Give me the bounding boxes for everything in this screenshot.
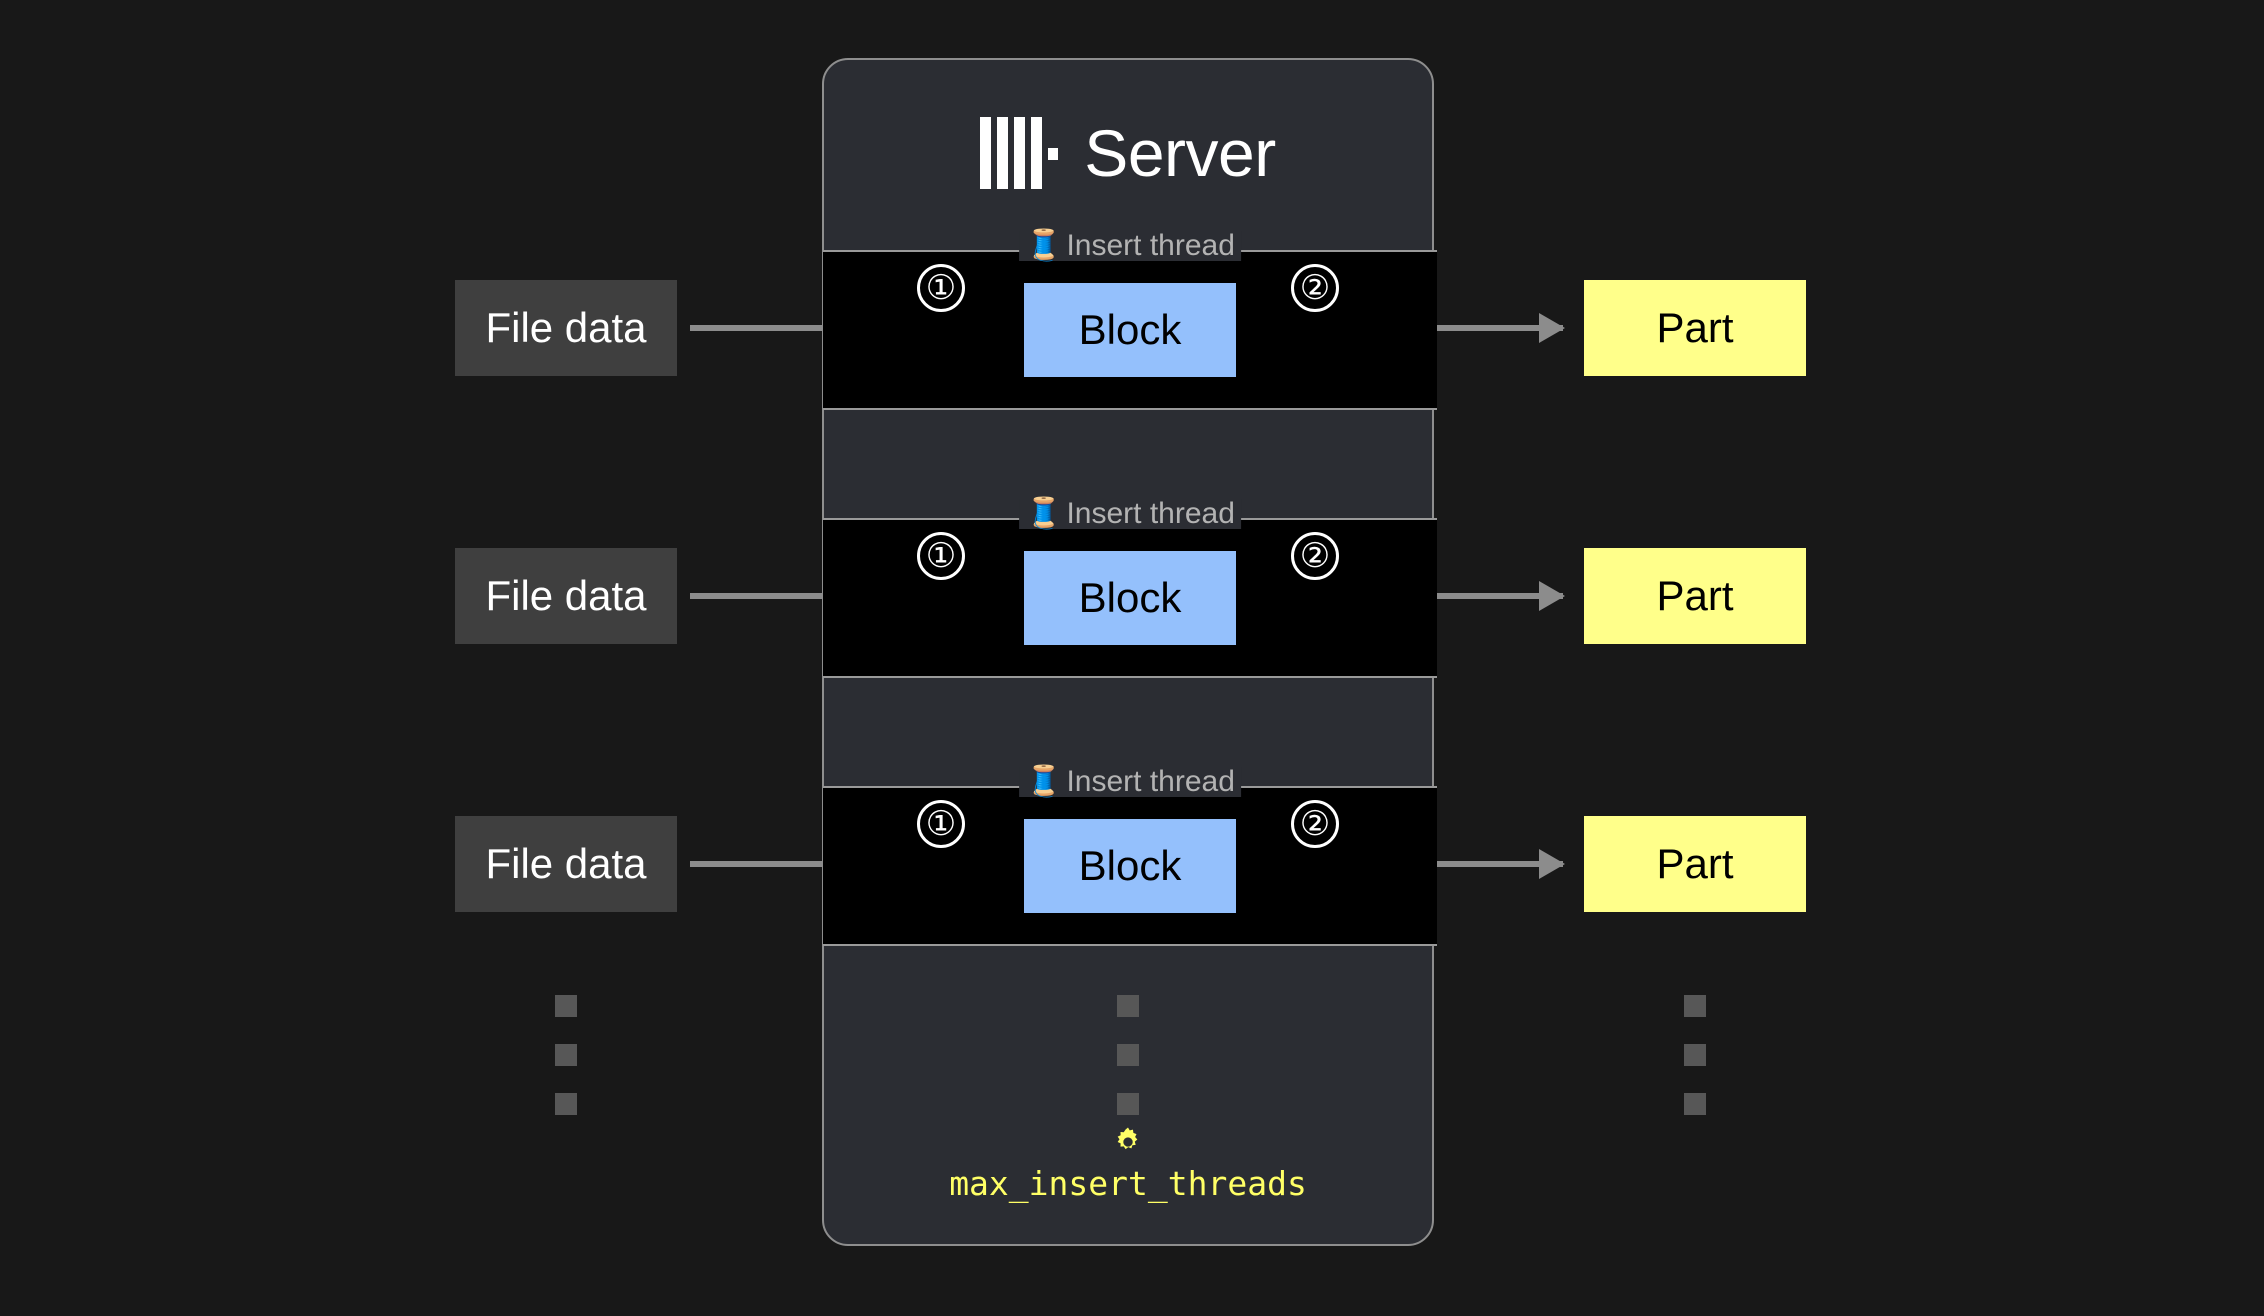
- ellipsis-column-left: [555, 995, 577, 1115]
- step-number-1: ①: [917, 264, 965, 312]
- part-label: Part: [1656, 840, 1734, 887]
- block-box: Block: [1024, 819, 1236, 913]
- part-box: Part: [1584, 816, 1806, 912]
- ellipsis-square: [1117, 1093, 1139, 1115]
- ellipsis-square: [1117, 995, 1139, 1017]
- block-box: Block: [1024, 283, 1236, 377]
- ellipsis-column-right: [1684, 995, 1706, 1115]
- part-label: Part: [1656, 572, 1734, 619]
- ellipsis-square: [1117, 1044, 1139, 1066]
- insert-thread-legend: 🧵 Insert thread: [1019, 499, 1241, 529]
- part-box: Part: [1584, 548, 1806, 644]
- block-label: Block: [1078, 306, 1182, 353]
- insert-thread-group: 🧵 Insert thread ① ② Block: [823, 231, 1437, 410]
- setting-footer: max_insert_threads: [824, 1125, 1432, 1200]
- block-label: Block: [1078, 574, 1182, 621]
- file-data-box: File data: [455, 816, 677, 912]
- ellipsis-square: [1684, 1044, 1706, 1066]
- ellipsis-square: [555, 1093, 577, 1115]
- ellipsis-square: [1684, 995, 1706, 1017]
- ellipsis-square: [555, 995, 577, 1017]
- insert-thread-legend: 🧵 Insert thread: [1019, 231, 1241, 261]
- part-label: Part: [1656, 304, 1734, 351]
- insert-thread-group: 🧵 Insert thread ① ② Block: [823, 499, 1437, 678]
- ellipsis-square: [555, 1044, 577, 1066]
- ellipsis-column-middle: [1117, 995, 1139, 1115]
- file-data-label: File data: [485, 572, 647, 619]
- step-number-1: ①: [917, 532, 965, 580]
- setting-name-label: max_insert_threads: [949, 1164, 1307, 1203]
- insert-thread-label: Insert thread: [1066, 765, 1235, 798]
- insert-thread-group: 🧵 Insert thread ① ② Block: [823, 767, 1437, 946]
- file-data-box: File data: [455, 548, 677, 644]
- step-number-2: ②: [1291, 800, 1339, 848]
- block-label: Block: [1078, 842, 1182, 889]
- page-title: Server: [1084, 116, 1276, 190]
- clickhouse-logo-icon: [980, 117, 1059, 189]
- step-number-2: ②: [1291, 532, 1339, 580]
- file-data-label: File data: [485, 304, 647, 351]
- server-panel: Server 🧵 Insert thread ① ② Block 🧵 Inser…: [822, 58, 1437, 1246]
- file-data-label: File data: [485, 840, 647, 887]
- insert-thread-label: Insert thread: [1066, 497, 1235, 530]
- part-box: Part: [1584, 280, 1806, 376]
- server-header: Server: [824, 98, 1432, 208]
- step-number-1: ①: [917, 800, 965, 848]
- thread-spool-icon: 🧵: [1025, 229, 1063, 262]
- step-number-2: ②: [1291, 264, 1339, 312]
- insert-thread-label: Insert thread: [1066, 229, 1235, 262]
- insert-thread-legend: 🧵 Insert thread: [1019, 767, 1241, 797]
- ellipsis-square: [1684, 1093, 1706, 1115]
- thread-spool-icon: 🧵: [1025, 497, 1063, 530]
- block-box: Block: [1024, 551, 1236, 645]
- file-data-box: File data: [455, 280, 677, 376]
- gear-icon: [1111, 1125, 1145, 1159]
- thread-spool-icon: 🧵: [1025, 765, 1063, 798]
